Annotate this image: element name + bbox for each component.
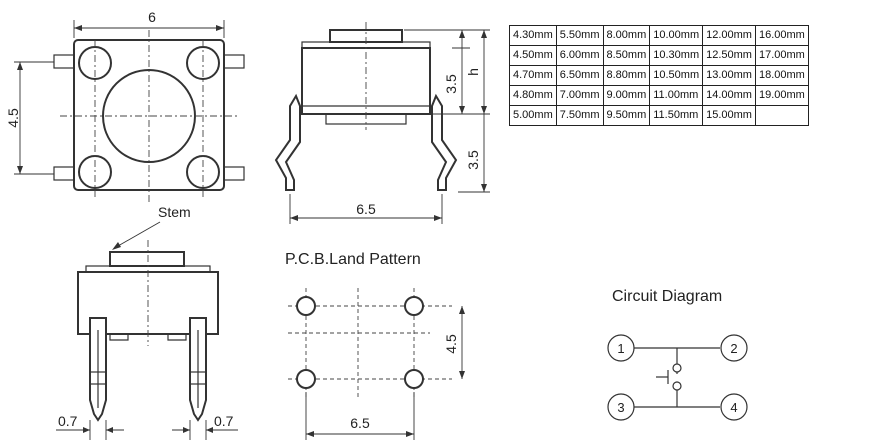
- height-table-cell: 10.30mm: [649, 45, 704, 66]
- height-table-cell: 9.00mm: [602, 85, 651, 106]
- height-table-cell: 7.00mm: [555, 85, 604, 106]
- side-view-span-label: 6.5: [356, 201, 376, 217]
- pcb-hole: [404, 296, 424, 316]
- circuit-pin-4: [720, 393, 748, 421]
- height-table-cell: [754, 105, 809, 126]
- height-table-cell: 11.00mm: [649, 85, 704, 106]
- side-view-h-label: h: [465, 68, 481, 76]
- circuit-diagram: Circuit Diagram 1 2 3 4: [607, 288, 748, 421]
- height-table-cell: 15.00mm: [702, 105, 756, 126]
- top-view-width-label: 6: [148, 9, 156, 25]
- pcb-vertical-pitch-label: 4.5: [443, 334, 459, 354]
- height-table-cell: 10.00mm: [649, 25, 704, 46]
- height-table-cell: 5.50mm: [555, 25, 604, 46]
- pcb-land-pattern-title: P.C.B.Land Pattern: [285, 251, 421, 268]
- circuit-pin-1: [607, 334, 635, 362]
- height-table-cell: 18.00mm: [754, 65, 809, 86]
- height-table-cell: 4.70mm: [509, 65, 557, 86]
- pcb-hole: [296, 369, 316, 389]
- height-table-cell: 6.00mm: [555, 45, 604, 66]
- top-view-pin-2: [223, 54, 245, 69]
- circuit-diagram-title: Circuit Diagram: [612, 288, 722, 305]
- height-table-cell: 7.50mm: [555, 105, 604, 126]
- lead-width-right-label: 0.7: [214, 413, 234, 429]
- height-table-cell: 12.00mm: [702, 25, 756, 46]
- pcb-land-pattern: P.C.B.Land Pattern 4.5 6.5: [285, 251, 465, 440]
- height-table-cell: 19.00mm: [754, 85, 809, 106]
- top-view-pin-4: [223, 166, 245, 181]
- circuit-pin-3: [607, 393, 635, 421]
- height-table-cell: 12.50mm: [702, 45, 756, 66]
- height-table-cell: 4.50mm: [509, 45, 557, 66]
- side-view-lead-left: [274, 93, 301, 191]
- height-table-cell: 16.00mm: [754, 25, 809, 46]
- front-view-stem: [109, 251, 185, 267]
- pcb-hole: [296, 296, 316, 316]
- pcb-hole: [404, 369, 424, 389]
- height-table-cell: 8.80mm: [602, 65, 651, 86]
- side-view-stem-height-label: 3.5: [443, 74, 459, 94]
- height-table-cell: 17.00mm: [754, 45, 809, 66]
- top-view-pin-3: [53, 166, 75, 181]
- top-view: 6 4.5: [5, 9, 245, 205]
- height-table-cell: 4.30mm: [509, 25, 557, 46]
- height-table-cell: 13.00mm: [702, 65, 756, 86]
- circuit-pin-3-label: 3: [617, 400, 624, 415]
- circuit-pin-4-label: 4: [730, 400, 737, 415]
- height-table-cell: 11.50mm: [649, 105, 704, 126]
- top-view-pin-1: [53, 54, 75, 69]
- height-table-cell: 8.00mm: [602, 25, 651, 46]
- circuit-pin-2-label: 2: [730, 341, 737, 356]
- side-view-lead-length-label: 3.5: [465, 150, 481, 170]
- circuit-pin-1-label: 1: [617, 341, 624, 356]
- height-table-cell: 14.00mm: [702, 85, 756, 106]
- front-view: Stem 0.7 0.7: [56, 204, 238, 440]
- top-view-pitch-label: 4.5: [5, 108, 21, 128]
- pcb-horizontal-pitch-label: 6.5: [350, 415, 370, 431]
- lead-width-left-label: 0.7: [58, 413, 78, 429]
- stem-label: Stem: [158, 204, 191, 220]
- height-table-cell: 9.50mm: [602, 105, 651, 126]
- height-table-cell: 8.50mm: [602, 45, 651, 66]
- height-table-cell: 4.80mm: [509, 85, 557, 106]
- height-table-cell: 5.00mm: [509, 105, 557, 126]
- height-table-cell: 6.50mm: [555, 65, 604, 86]
- circuit-pin-2: [720, 334, 748, 362]
- height-table-cell: 10.50mm: [649, 65, 704, 86]
- side-view: 3.5 h 3.5 6.5: [274, 22, 490, 224]
- side-view-lead-right: [431, 93, 458, 191]
